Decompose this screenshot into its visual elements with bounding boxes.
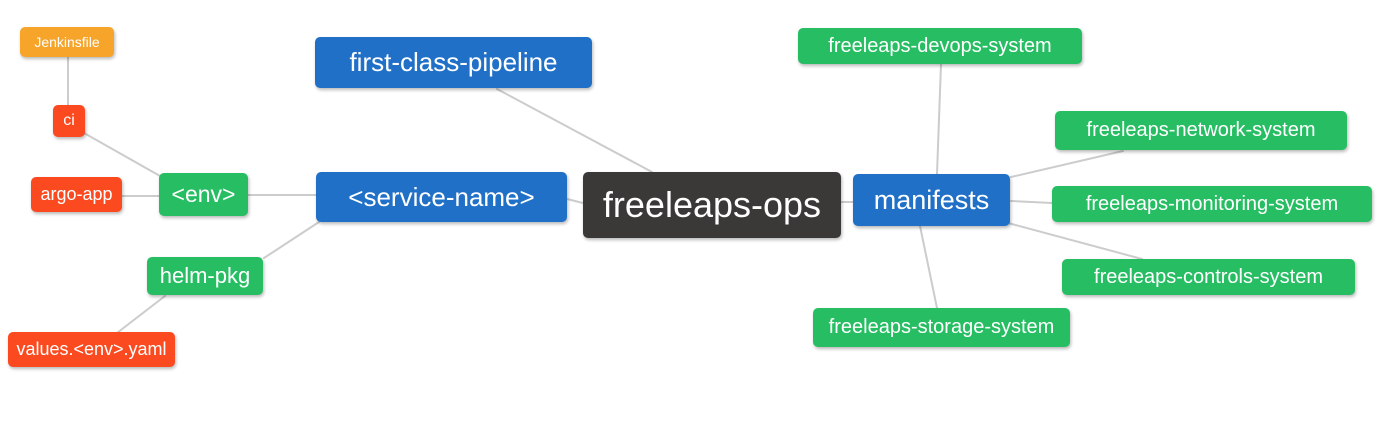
node-freeleaps-storage-system[interactable]: freeleaps-storage-system: [813, 308, 1070, 347]
node-freeleaps-controls-system[interactable]: freeleaps-controls-system: [1062, 259, 1355, 295]
edge-helm-pkg-values-env-yaml: [116, 295, 166, 334]
edge-ci-env: [83, 132, 161, 177]
node-env[interactable]: <env>: [159, 173, 248, 216]
node-freeleaps-monitoring-system[interactable]: freeleaps-monitoring-system: [1052, 186, 1372, 222]
edge-manifests-network-system: [1010, 150, 1124, 178]
node-first-class-pipeline[interactable]: first-class-pipeline: [315, 37, 592, 88]
node-manifests[interactable]: manifests: [853, 174, 1010, 226]
node-argo-app[interactable]: argo-app: [31, 177, 122, 212]
edge-manifests-storage-system: [919, 225, 938, 309]
node-values-env-yaml[interactable]: values.<env>.yaml: [8, 332, 175, 367]
node-service-name[interactable]: <service-name>: [316, 172, 567, 222]
edge-first-class-pipeline-ops: [496, 88, 653, 173]
node-freeleaps-ops[interactable]: freeleaps-ops: [583, 172, 841, 238]
edge-service-name-ops: [566, 198, 584, 204]
edge-service-name-helm-pkg: [263, 221, 320, 259]
node-freeleaps-devops-system[interactable]: freeleaps-devops-system: [798, 28, 1082, 64]
node-freeleaps-network-system[interactable]: freeleaps-network-system: [1055, 111, 1347, 150]
node-jenkinsfile[interactable]: Jenkinsfile: [20, 27, 114, 57]
edge-manifests-devops-system: [936, 63, 942, 175]
edge-manifests-monitoring-system: [1010, 200, 1053, 204]
edge-manifests-controls-system: [1007, 222, 1143, 260]
node-helm-pkg[interactable]: helm-pkg: [147, 257, 263, 295]
node-ci[interactable]: ci: [53, 105, 85, 137]
